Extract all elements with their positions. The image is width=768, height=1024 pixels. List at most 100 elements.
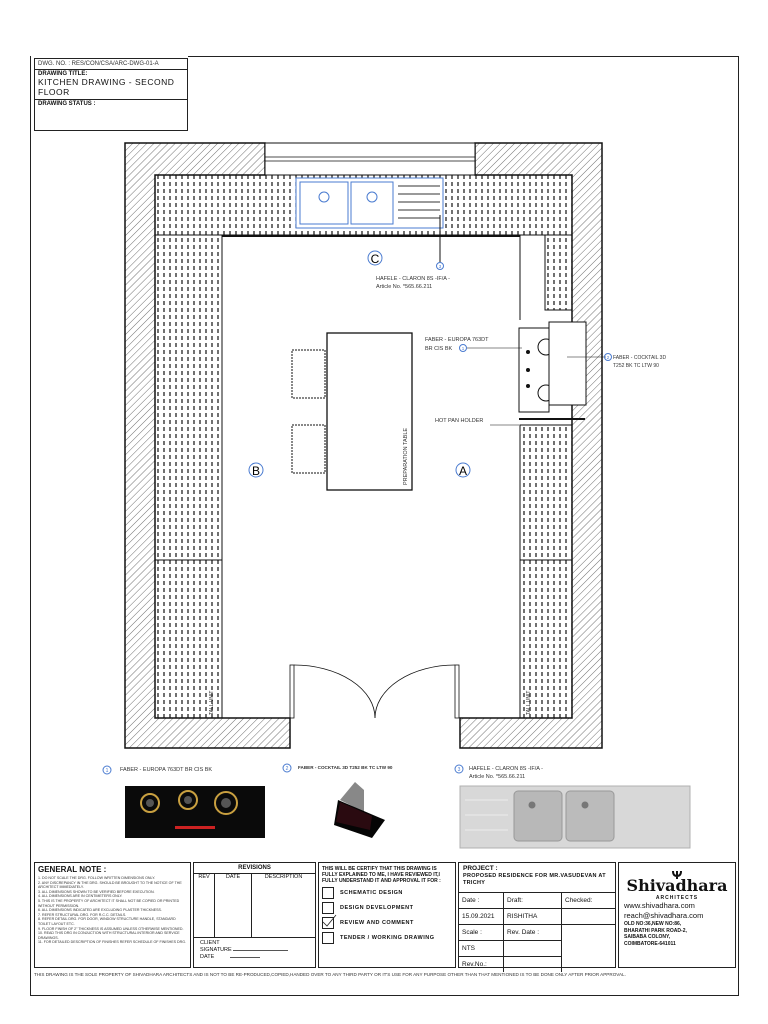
svg-text:A: A xyxy=(459,464,467,478)
chairs xyxy=(291,349,326,474)
kitchen-floor-plan: C B A 3 HAFELE - CLARON 8S -IF/A - Artic… xyxy=(102,142,691,849)
scale-label: Scale : xyxy=(459,925,504,941)
note-item: 9. FLOOR FINISH OF 2" THICKNESS IS ASSUM… xyxy=(38,926,184,931)
sink-article: Article No. *565.66.211 xyxy=(376,284,432,290)
option-review-and-comment[interactable]: REVIEW AND COMMENT xyxy=(322,914,452,929)
firm-tagline: ARCHITECTS xyxy=(655,895,699,901)
sheet-border xyxy=(30,56,739,996)
hob-label: FABER - EUROPA 763DT xyxy=(425,337,489,343)
hood-product-image xyxy=(334,782,385,838)
product-1-tag: 1 xyxy=(106,768,109,774)
note-item: 4. ALL DIMENSIONS ARE IN CENTIMETERS ONL… xyxy=(38,894,123,899)
product-3-name: HAFELE - CLARON 8S -IF/A - xyxy=(469,766,543,772)
project-info: PROJECT : PROPOSED RESIDENCE FOR MR.VASU… xyxy=(458,862,616,972)
firm-logo-block: Shivadhara ARCHITECTS www.shivadhara.com… xyxy=(618,862,736,968)
checkbox[interactable] xyxy=(322,902,334,914)
tall-unit-left-label: TALL UNIT xyxy=(209,691,215,715)
svg-text:C: C xyxy=(371,252,380,266)
tag-3: 3 xyxy=(439,264,442,269)
note-item: 7. REFER STRUCTURAL DRG. FOR R.C.C. DETA… xyxy=(38,912,127,917)
tall-unit-right-label: TALL UNIT xyxy=(526,691,532,715)
check-icon xyxy=(322,914,337,927)
tall-unit-left xyxy=(154,559,223,719)
description-column: DESCRIPTION xyxy=(264,874,303,880)
note-item: 6. ALL DIMENSIONS INDICATED ARE EXCLUDIN… xyxy=(38,908,162,913)
rev-date-value xyxy=(504,941,562,957)
address-line: OLD NO:36,NEW NO:86, xyxy=(624,921,682,927)
approval-certification: THIS WILL BE CERTIFY THAT THIS DRAWING I… xyxy=(318,862,456,968)
tag-1: 1 xyxy=(462,346,465,351)
certification-text: THIS WILL BE CERTIFY THAT THIS DRAWING I… xyxy=(322,866,441,884)
date-value: 15.09.2021 xyxy=(459,909,504,925)
checked-label: Checked: xyxy=(562,893,615,909)
general-notes-list: 1. DO NOT SCALE THE DRG. FOLLOW WRITTEN … xyxy=(38,876,187,945)
sink-label: HAFELE - CLARON 8S -IF/A - xyxy=(376,276,450,282)
address-line: SAIBABA COLONY, xyxy=(624,934,671,940)
project-name: PROPOSED RESIDENCE FOR MR.VASUDEVAN AT T… xyxy=(463,873,606,886)
firm-email[interactable]: reach@shivadhara.com xyxy=(624,911,704,920)
hob-label-2: BR CIS BK xyxy=(425,346,453,352)
note-item: 8. REFER DETAIL DRG. FOR DOOR, WINDOW ST… xyxy=(38,917,176,926)
address-line: BHARATHI PARK ROAD-2, xyxy=(624,927,687,934)
revisions-title: REVISIONS xyxy=(194,863,315,874)
section-marker-b: B xyxy=(248,462,264,478)
product-3-article: Article No. *565.66.211 xyxy=(469,774,525,780)
product-1-name: FABER - EUROPA 763DT BR CIS BK xyxy=(120,767,212,773)
date-column: DATE xyxy=(215,874,252,937)
drawing-title-label: DRAWING TITLE: xyxy=(38,71,88,77)
project-label: PROJECT : xyxy=(463,865,498,872)
option-schematic-design[interactable]: SCHEMATIC DESIGN xyxy=(322,887,452,899)
note-item: 3. ALL DIMENSIONS SHOWN TO BE VERIFIED B… xyxy=(38,889,155,894)
drawing-title: DRAWING TITLE: KITCHEN DRAWING - SECOND … xyxy=(35,70,187,100)
walls xyxy=(124,142,603,749)
hood-label-2: T252 BK TC LTW 90 xyxy=(613,363,659,369)
firm-address: OLD NO:36,NEW NO:86, BHARATHI PARK ROAD-… xyxy=(624,921,730,947)
client-label: CLIENT xyxy=(200,940,220,946)
checkbox-checked[interactable] xyxy=(322,914,337,929)
firm-website[interactable]: www.shivadhara.com xyxy=(624,901,695,910)
checkbox[interactable] xyxy=(322,887,334,899)
hot-pan-holder-label: HOT PAN HOLDER xyxy=(435,418,483,424)
option-tender-working-drawing[interactable]: TENDER / WORKING DRAWING xyxy=(322,932,452,944)
drawing-title-value: KITCHEN DRAWING - SECOND FLOOR xyxy=(38,77,175,97)
note-item: 11. FOR DETAILED DESCRIPTION OF FINISHES… xyxy=(38,940,187,945)
hood xyxy=(548,321,587,406)
sheet-top-border xyxy=(188,56,739,57)
draft-value: RISHITHA xyxy=(504,909,562,925)
sink-product-image xyxy=(459,785,691,849)
preparation-table-label: PREPARATION TABLE xyxy=(403,428,409,485)
drawing-status: DRAWING STATUS : xyxy=(38,101,96,107)
address-line: COIMBATORE-641011 xyxy=(624,940,676,947)
window xyxy=(264,142,476,176)
hob xyxy=(518,327,555,413)
general-notes-title: GENERAL NOTE : xyxy=(38,865,107,874)
copyright-footer: THIS DRAWING IS THE SOLE PROPERTY OF SHI… xyxy=(34,972,626,977)
svg-text:B: B xyxy=(252,464,260,478)
date-label: DATE xyxy=(200,954,215,960)
preparation-table xyxy=(326,332,413,491)
tag-2: 2 xyxy=(607,355,610,360)
product-2-name: FABER - COCKTAIL 3D T252 BK TC LTW 90 xyxy=(298,765,393,770)
hood-label: FABER - COCKTAIL 3D xyxy=(613,355,666,361)
door xyxy=(289,664,460,719)
checked-value xyxy=(562,909,615,925)
hob-product-image xyxy=(125,786,265,838)
sink xyxy=(295,177,444,262)
product-2-tag: 2 xyxy=(286,766,289,772)
general-notes: GENERAL NOTE : 1. DO NOT SCALE THE DRG. … xyxy=(34,862,191,968)
tag-3-icon xyxy=(436,262,444,270)
title-block: DWG. NO. : RES/CON/CSA/ARC-DWG-01-A DRAW… xyxy=(34,58,188,131)
signature-label: SIGNATURE xyxy=(200,947,232,953)
revisions-table: REVISIONS REV DATE DESCRIPTION CLIENT SI… xyxy=(193,862,316,968)
tall-unit-right xyxy=(519,559,573,719)
product-3-tag: 3 xyxy=(458,767,461,773)
checkbox[interactable] xyxy=(322,932,334,944)
client-signoff: CLIENT SIGNATURE DATE xyxy=(194,938,315,963)
note-item: 10. READ THIS DRG IN CONJUCTION WITH STR… xyxy=(38,931,180,940)
note-item: 1. DO NOT SCALE THE DRG. FOLLOW WRITTEN … xyxy=(38,876,156,880)
option-design-development[interactable]: DESIGN DEVELOPMENT xyxy=(322,902,452,914)
note-item: 5. THIS IS THE PROPERTY OF ARCHITECT IT … xyxy=(38,898,180,908)
rev-date-label: Rev. Date : xyxy=(504,925,562,941)
section-marker-c: C xyxy=(367,250,383,266)
draft-label: Draft: xyxy=(504,893,562,909)
